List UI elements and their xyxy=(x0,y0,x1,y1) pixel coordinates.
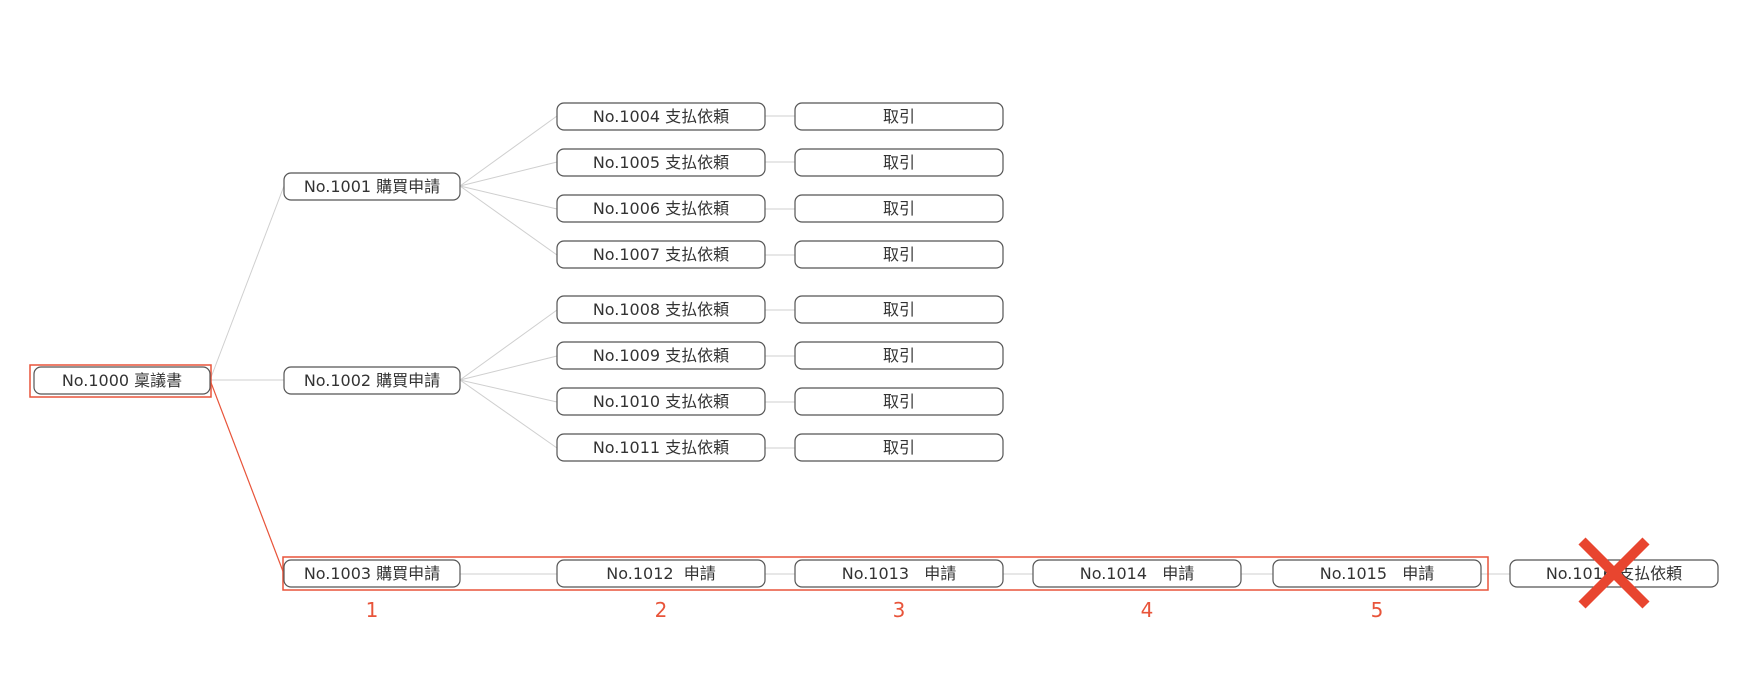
trade-node-1008[interactable]: 取引 xyxy=(794,295,1004,324)
node-1010[interactable]: No.1010 支払依頼 xyxy=(556,387,766,416)
node-1005-label: No.1005 支払依頼 xyxy=(593,153,729,172)
node-1012-label: No.1012 申請 xyxy=(606,564,715,583)
node-1001[interactable]: No.1001 購買申請 xyxy=(283,172,461,201)
node-1002-label: No.1002 購買申請 xyxy=(304,371,440,390)
node-1006[interactable]: No.1006 支払依頼 xyxy=(556,194,766,223)
node-1009[interactable]: No.1009 支払依頼 xyxy=(556,341,766,370)
trade-node-label: 取引 xyxy=(883,153,915,172)
edge-1000-1003 xyxy=(209,379,285,575)
node-1013[interactable]: No.1013 申請 xyxy=(794,559,1004,588)
node-1009-label: No.1009 支払依頼 xyxy=(593,346,729,365)
node-1005[interactable]: No.1005 支払依頼 xyxy=(556,148,766,177)
node-1014-label: No.1014 申請 xyxy=(1080,564,1195,583)
highlight-box-root xyxy=(29,364,212,398)
edges xyxy=(209,115,1510,575)
node-1010-label: No.1010 支払依頼 xyxy=(593,392,729,411)
edge-1000-1001 xyxy=(209,185,285,381)
node-1012[interactable]: No.1012 申請 xyxy=(556,559,766,588)
chain-marker-4: 4 xyxy=(1141,598,1154,622)
node-1011[interactable]: No.1011 支払依頼 xyxy=(556,433,766,462)
trade-node-label: 取引 xyxy=(883,245,915,264)
node-1007-label: No.1007 支払依頼 xyxy=(593,245,729,264)
node-1004-label: No.1004 支払依頼 xyxy=(593,107,729,126)
chain-marker-2: 2 xyxy=(655,598,668,622)
trade-node-label: 取引 xyxy=(883,438,915,457)
trade-node-1006[interactable]: 取引 xyxy=(794,194,1004,223)
node-1001-label: No.1001 購買申請 xyxy=(304,177,440,196)
trade-node-1009[interactable]: 取引 xyxy=(794,341,1004,370)
node-1000[interactable]: No.1000 稟議書 xyxy=(33,366,211,395)
trade-node-label: 取引 xyxy=(883,392,915,411)
node-1002[interactable]: No.1002 購買申請 xyxy=(283,366,461,395)
chain-marker-1: 1 xyxy=(366,598,379,622)
cross-icon xyxy=(1578,537,1650,609)
trade-node-1005[interactable]: 取引 xyxy=(794,148,1004,177)
edge-1001-1004 xyxy=(459,115,558,187)
node-1015[interactable]: No.1015 申請 xyxy=(1272,559,1482,588)
edge-1002-1011 xyxy=(459,379,558,449)
node-1000-label: No.1000 稟議書 xyxy=(62,371,182,390)
node-1003-label: No.1003 購買申請 xyxy=(304,564,440,583)
chain-marker-3: 3 xyxy=(893,598,906,622)
edge-1002-1010 xyxy=(459,379,558,403)
trade-node-1004[interactable]: 取引 xyxy=(794,102,1004,131)
edge-1001-1006 xyxy=(459,185,558,210)
node-1004[interactable]: No.1004 支払依頼 xyxy=(556,102,766,131)
node-1007[interactable]: No.1007 支払依頼 xyxy=(556,240,766,269)
node-1015-label: No.1015 申請 xyxy=(1320,564,1435,583)
trade-node-1011[interactable]: 取引 xyxy=(794,433,1004,462)
edge-1002-1008 xyxy=(459,309,558,381)
node-1006-label: No.1006 支払依頼 xyxy=(593,199,729,218)
node-1008[interactable]: No.1008 支払依頼 xyxy=(556,295,766,324)
edge-1001-1007 xyxy=(459,185,558,256)
node-1003[interactable]: No.1003 購買申請 xyxy=(283,559,461,588)
node-1011-label: No.1011 支払依頼 xyxy=(593,438,729,457)
trade-node-1010[interactable]: 取引 xyxy=(794,387,1004,416)
trade-node-label: 取引 xyxy=(883,346,915,365)
edge-1002-1009 xyxy=(459,355,558,381)
highlight-box-chain xyxy=(282,556,1489,591)
trade-node-1007[interactable]: 取引 xyxy=(794,240,1004,269)
trade-node-label: 取引 xyxy=(883,300,915,319)
chain-markers: 1 2 3 4 5 xyxy=(366,598,1384,622)
node-1014[interactable]: No.1014 申請 xyxy=(1032,559,1242,588)
node-1008-label: No.1008 支払依頼 xyxy=(593,300,729,319)
chain-marker-5: 5 xyxy=(1371,598,1384,622)
edge-1001-1005 xyxy=(459,161,558,187)
trade-node-label: 取引 xyxy=(883,107,915,126)
trade-node-label: 取引 xyxy=(883,199,915,218)
node-1013-label: No.1013 申請 xyxy=(842,564,957,583)
nodes: No.1000 稟議書 No.1001 購買申請 No.1002 購買申請 No… xyxy=(33,102,1719,588)
